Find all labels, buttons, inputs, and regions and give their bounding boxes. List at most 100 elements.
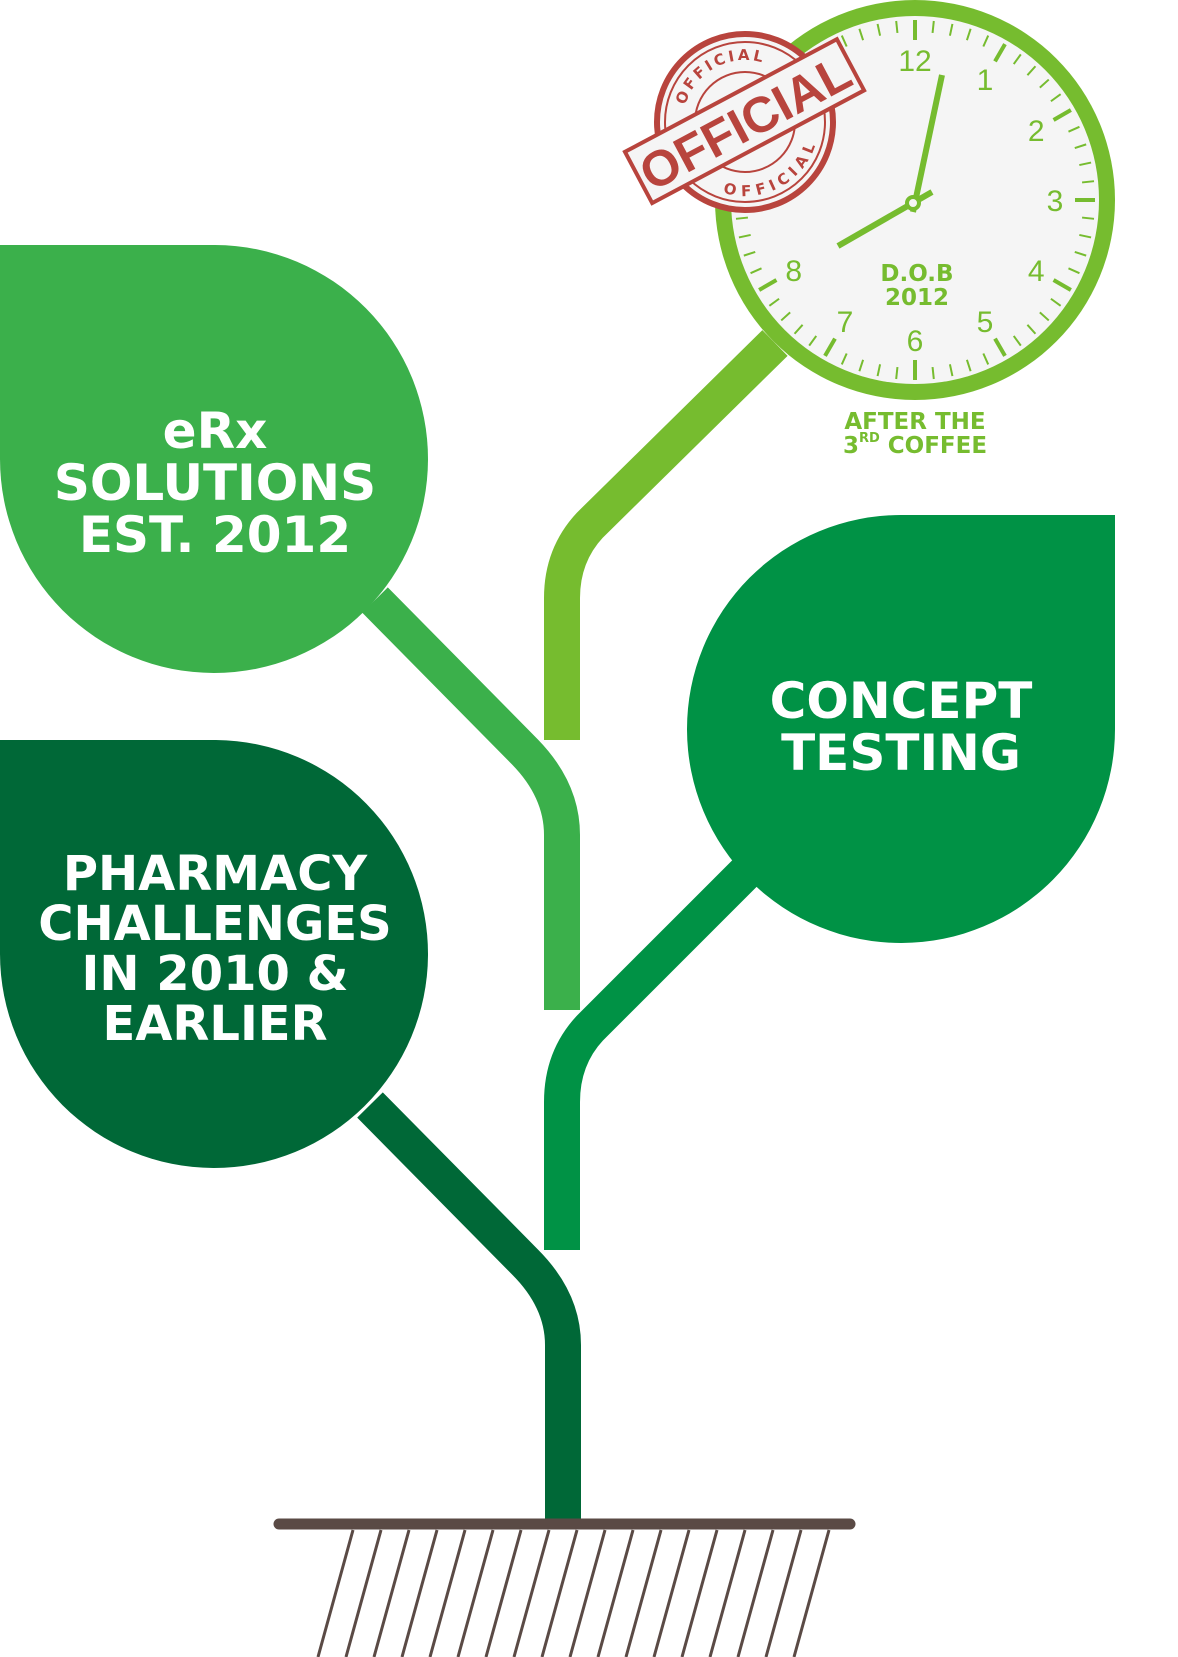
ground-hatch <box>372 1529 411 1657</box>
ground-hatch <box>792 1529 831 1657</box>
caption-line2: 3RD COFFEE <box>842 431 988 460</box>
leaf-top-line2: EST. 2012 <box>78 506 352 564</box>
ground-hatch <box>456 1529 495 1657</box>
clock-tick <box>1074 250 1087 257</box>
clock-tick <box>1050 297 1062 307</box>
leaf-right-label: CONCEPT TESTING <box>686 675 1116 779</box>
clock-tick <box>1079 161 1092 167</box>
clock-tick <box>1052 278 1072 292</box>
clock-tick <box>840 35 848 47</box>
trunk-branch <box>357 1092 581 1522</box>
ground-hatch <box>736 1529 775 1657</box>
clock-number: 8 <box>785 255 802 288</box>
clock-tick <box>1052 108 1072 122</box>
clock-dob-label: D.O.B <box>880 261 953 287</box>
clock-tick <box>965 359 972 372</box>
clock-tick <box>993 337 1007 357</box>
clock-tick <box>780 311 791 322</box>
leaf-bottom-line2: CHALLENGES <box>38 895 392 952</box>
clock-tick <box>858 28 865 41</box>
clock-tick <box>858 359 865 372</box>
clock-number: 1 <box>977 64 994 97</box>
clock-tick <box>1068 125 1080 133</box>
ground-hatch <box>512 1529 551 1657</box>
ground-hatch <box>596 1529 635 1657</box>
ground-hatch <box>764 1529 803 1657</box>
clock-tick <box>931 20 935 34</box>
clock-tick <box>1081 216 1095 220</box>
clock-caption: AFTER THE 3RD COFFEE <box>830 410 1000 458</box>
ground-hatch <box>540 1529 579 1657</box>
clock-tick <box>895 20 899 34</box>
clock-number: 7 <box>837 306 854 339</box>
leaf-bottom-line1: PHARMACY <box>62 846 368 902</box>
ground-hatch <box>344 1529 383 1657</box>
ground-hatch <box>484 1529 523 1657</box>
ground-hatch <box>624 1529 663 1657</box>
clock-tick <box>948 23 954 36</box>
clock-tick <box>876 23 882 36</box>
leaf-top <box>0 245 428 673</box>
clock-tick <box>948 364 954 377</box>
clock-tick <box>840 353 848 365</box>
clock-tick <box>982 353 990 365</box>
clock-number: 5 <box>977 306 994 339</box>
right-leaf-branch <box>544 860 758 1250</box>
clock-tick <box>931 366 935 380</box>
clock-tick <box>738 233 751 239</box>
leaf-bottom-line4: EARLIER <box>102 995 328 1052</box>
clock-pivot <box>905 195 921 211</box>
clock-number: 2 <box>1028 115 1045 148</box>
caption-line1: AFTER THE <box>844 409 986 435</box>
ground-hatch <box>400 1529 439 1657</box>
clock-tick <box>1081 180 1095 184</box>
clock-tick <box>1012 53 1022 65</box>
clock-year: 2012 <box>885 285 949 311</box>
ground-hatch <box>680 1529 719 1657</box>
clock-tick <box>793 324 804 335</box>
clock-tick <box>1050 93 1062 103</box>
clock-tick <box>1026 324 1037 335</box>
clock-tick <box>895 366 899 380</box>
clock-tick <box>876 364 882 377</box>
leaf-bottom <box>0 740 429 1168</box>
clock-branch <box>544 330 788 740</box>
leaf-top-label: eRx SOLUTIONS EST. 2012 <box>0 405 430 561</box>
clock-tick <box>982 35 990 47</box>
leaf-top-line1: eRx SOLUTIONS <box>53 402 377 512</box>
ground-hatch <box>316 1529 355 1657</box>
clock-tick <box>1068 267 1080 275</box>
leaf-right-line1: CONCEPT <box>769 672 1033 730</box>
leaf-right-line2: TESTING <box>781 724 1021 782</box>
top-leaf-branch <box>362 587 580 1010</box>
clock-tick <box>743 250 756 257</box>
clock-tick <box>1074 143 1087 150</box>
leaf-bottom-line3: IN 2010 & <box>81 945 349 1002</box>
clock-tick <box>1039 78 1050 89</box>
clock-number: 12 <box>898 45 931 78</box>
leaf-bottom-label: PHARMACY CHALLENGES IN 2010 & EARLIER <box>0 846 430 1052</box>
clock-tick <box>1039 311 1050 322</box>
clock-number: 4 <box>1028 255 1045 288</box>
clock-number: 6 <box>907 325 924 358</box>
clock-number: 3 <box>1047 185 1064 218</box>
clock-tick <box>758 278 778 292</box>
ground-hatch <box>652 1529 691 1657</box>
clock-tick <box>808 335 818 347</box>
minute-hand <box>910 74 945 213</box>
clock-tick <box>735 216 749 220</box>
clock-tick <box>965 28 972 41</box>
ground-hatch <box>708 1529 747 1657</box>
clock-tick <box>823 337 837 357</box>
leaf-right <box>687 515 1116 943</box>
ground <box>273 1518 856 1657</box>
ground-hatch <box>428 1529 467 1657</box>
clock-tick <box>1026 65 1037 76</box>
clock-tick <box>993 43 1007 63</box>
clock-tick <box>750 267 762 275</box>
ground-hatch <box>568 1529 607 1657</box>
clock-tick <box>1012 335 1022 347</box>
clock-tick <box>1079 233 1092 239</box>
